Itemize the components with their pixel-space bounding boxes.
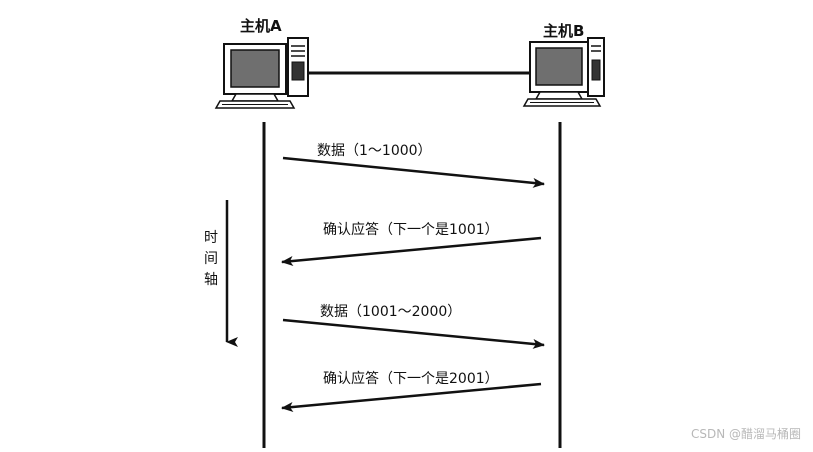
host-b-computer-icon [524, 38, 604, 106]
message-label-2: 确认应答（下一个是1001） [323, 219, 499, 239]
host-a-computer-icon [216, 38, 308, 108]
message-label-1: 数据（1～1000） [317, 140, 432, 160]
message-arrow-1 [283, 158, 544, 184]
host-a-label: 主机A [240, 15, 282, 36]
message-arrow-2 [282, 238, 541, 262]
time-axis-label: 时间轴 [203, 228, 219, 291]
message-arrow-3 [283, 320, 544, 345]
watermark: CSDN @醋溜马桶圈 [691, 425, 801, 442]
message-label-4: 确认应答（下一个是2001） [323, 368, 499, 388]
message-label-3: 数据（1001～2000） [320, 301, 461, 321]
host-b-label: 主机B [543, 20, 584, 41]
